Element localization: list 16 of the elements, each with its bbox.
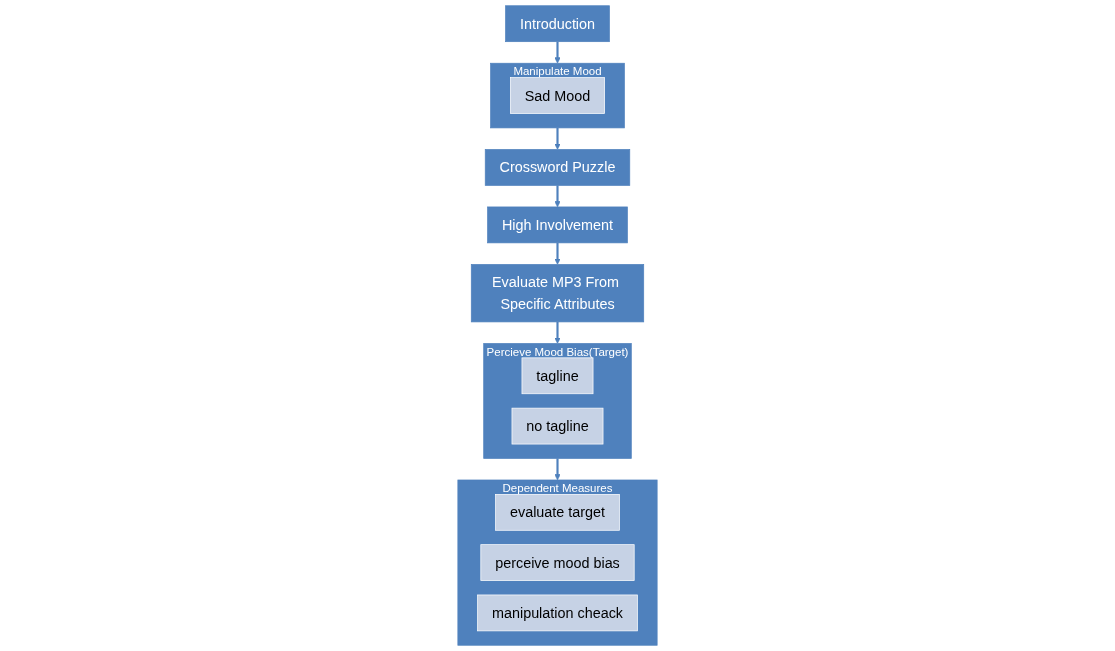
node-box: Introduction: [505, 5, 610, 43]
arrow: [554, 321, 561, 344]
node-box: tagline: [521, 357, 594, 395]
arrow: [554, 41, 561, 64]
node-box: Crossword Puzzle: [484, 149, 631, 186]
node-box: High Involvement: [487, 206, 628, 244]
node-box: manipulation cheack: [477, 594, 638, 632]
arrow: [554, 185, 561, 208]
arrow: [554, 127, 561, 150]
node-box: Sad Mood: [510, 77, 605, 114]
arrow: [554, 458, 561, 481]
node-box: perceive mood bias: [480, 544, 635, 581]
node-box: Evaluate MP3 From Specific Attributes: [470, 264, 645, 323]
node-box: no tagline: [511, 407, 604, 445]
arrow: [554, 242, 561, 265]
node-box: evaluate target: [495, 494, 620, 531]
